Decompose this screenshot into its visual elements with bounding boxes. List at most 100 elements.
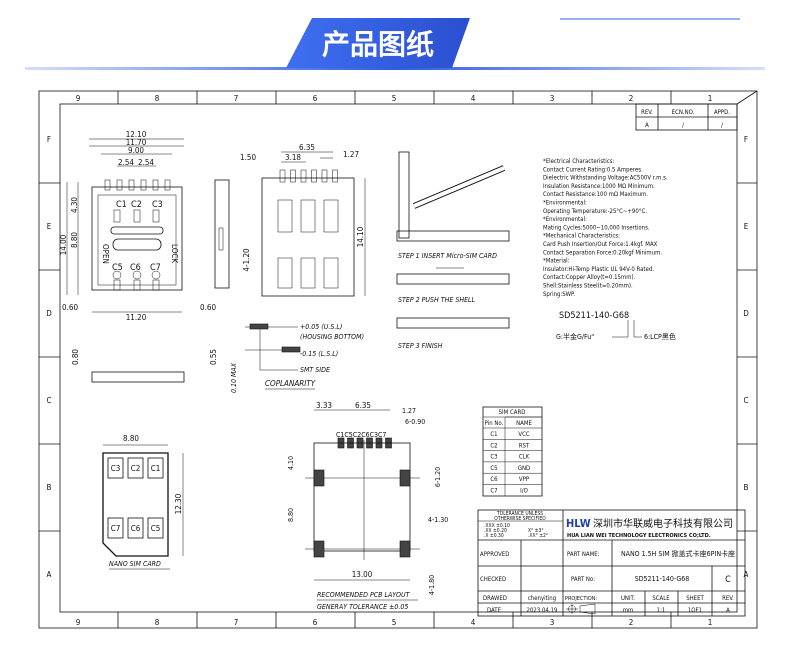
spec-line: Spring:SWP. [543, 291, 575, 298]
row-marker: A [744, 570, 749, 579]
open-label: OPEN [101, 244, 110, 264]
bottom-view: 6.35 3.18 1.27 14.10 4-1.20 [242, 143, 366, 297]
sim-table-name: VPP [519, 476, 530, 483]
nano-contact-pad [127, 457, 144, 479]
pcb-dim-1-27: 1.27 [402, 407, 416, 415]
sim-table-name: I/O [520, 488, 528, 495]
step-3-label: STEP 3 FINISH [398, 342, 443, 350]
checked-label: CHECKED [480, 576, 506, 583]
tolerance-title-1: TOLERANCE UNLESS [496, 511, 543, 517]
row-marker: D [743, 309, 749, 318]
column-marker: 4 [471, 94, 476, 103]
pin [104, 179, 111, 191]
rev-value: A [645, 122, 649, 129]
row-marker: E [744, 222, 749, 231]
nano-contact-label: C5 [151, 524, 161, 533]
nano-contact-label: C3 [111, 464, 121, 473]
dim-4-1-20: 4-1.20 [242, 248, 251, 272]
part-code-left-note: G:半金G/Fu" [556, 332, 594, 341]
dim-11-70: 11.70 [126, 138, 147, 147]
spec-line: *Environmental: [543, 216, 587, 223]
sim-table-pin: C1 [490, 431, 497, 438]
projection-label: PROJECTION: [565, 596, 597, 602]
row-marker: C [743, 396, 748, 405]
front-view: 0.80 0.55 [71, 349, 218, 383]
pcb-dim-4-1-80: 4-1.80 [428, 575, 436, 595]
pcb-dim-8-80: 8.80 [287, 508, 295, 522]
pin [164, 179, 171, 191]
column-marker: 9 [76, 618, 81, 627]
approved-label: APPROVED [480, 551, 509, 558]
column-marker: 4 [471, 618, 476, 627]
spec-line: Dielectric Withstanding Voltage:AC500V r… [543, 175, 668, 182]
nano-contact-label: C2 [131, 464, 141, 473]
pcb-tolerance: GENERAY TOLERANCE ±0.05 [317, 603, 408, 611]
page-title: 产品图纸 [322, 28, 434, 61]
sim-table-pin: C7 [490, 488, 497, 495]
pcb-dim-13-00: 13.00 [352, 570, 373, 579]
sim-table-header-name: NAME [516, 420, 532, 427]
company-name-en: HUA LIAN WEI TECHNOLOGY ELECTRONICS CO;L… [567, 533, 711, 539]
coplanarity-dim: 0.10 MAX [230, 362, 238, 393]
spec-line: *Environmental: [543, 200, 587, 207]
dim-0-55: 0.55 [209, 349, 218, 365]
column-marker: 7 [234, 618, 239, 627]
coplanarity-title: COPLANARITY [265, 379, 316, 388]
nano-contact-pad [147, 517, 164, 539]
page-banner: 产品图纸 [25, 18, 765, 70]
spec-line: Contact Resistance:100 mΩ Maximum. [543, 191, 648, 198]
drawed-value: chenyiting [528, 595, 556, 602]
scale-label: SCALE [652, 595, 670, 602]
dim-0-80: 0.80 [71, 349, 80, 365]
tolerance-angle-xx: .XX° ±2° [528, 533, 548, 539]
column-marker: 5 [392, 618, 397, 627]
spec-line: Insulation Resistance:1000 MΩ Minimum. [543, 183, 655, 190]
tv-c5: C5 [112, 263, 123, 273]
nano-contact-pad [147, 457, 164, 479]
tv-c6: C6 [130, 263, 141, 273]
tolerance-xx: .XX ±0.20 [484, 528, 507, 534]
part-rev-value: C [725, 575, 731, 585]
part-no-label: PART No: [571, 576, 595, 583]
dim-4-30: 4.30 [70, 197, 79, 213]
row-marker: B [744, 483, 749, 492]
dim-6-35: 6.35 [299, 143, 315, 152]
banner-tab [286, 18, 470, 68]
sheet-label: SHEET [686, 595, 704, 602]
dim-9-00: 9.00 [128, 146, 144, 155]
sim-table-pin: C3 [490, 454, 497, 461]
column-marker: 2 [629, 618, 634, 627]
pin [116, 179, 123, 191]
column-marker: 9 [76, 94, 81, 103]
assembly-steps: STEP 1 INSERT Micro-SIM CARD STEP 2 PUSH… [396, 151, 510, 350]
column-marker: 2 [629, 94, 634, 103]
row-marker: B [47, 483, 52, 492]
dim-11-20: 11.20 [126, 313, 147, 322]
step-1-label: STEP 1 INSERT Micro-SIM CARD [398, 252, 497, 260]
part-name-value: NANO 1.5H SIM 掀盖式卡座6PIN卡座 [621, 549, 735, 558]
step-2-label: STEP 2 PUSH THE SHELL [398, 296, 476, 304]
row-marker: D [46, 309, 52, 318]
dim-8-80: 8.80 [70, 232, 79, 248]
pcb-layout-caption: RECOMMENDED PCB LAYOUT [317, 591, 411, 599]
company-logo: HLW [566, 517, 591, 530]
nano-contact-label: C1 [151, 464, 161, 473]
pcb-dim-6-0-90: 6-0.90 [405, 418, 425, 426]
sim-table-name: VCC [518, 431, 529, 438]
banner-underline [25, 67, 765, 70]
column-marker: 7 [234, 94, 239, 103]
tv-c3: C3 [152, 200, 163, 210]
pcb-dim-4-10: 4.10 [287, 456, 295, 470]
sim-table-pin: C2 [490, 442, 497, 449]
rev-label: REV. [722, 595, 734, 602]
sheet-value: 1OF1 [688, 607, 702, 614]
revision-table: REV. ECN.NO. APPD. A / / [635, 103, 738, 131]
spec-line: Contact Separation Force:0.20kgf Minimum… [543, 249, 662, 256]
spec-line: Contact Current Rating:0.5 Amperes. [543, 166, 643, 173]
coplanarity-detail: +0.05 (U.S.L) (HOUSING BOTTOM) -0.15 (L.… [230, 323, 364, 393]
dim-14-10: 14.10 [356, 226, 365, 247]
